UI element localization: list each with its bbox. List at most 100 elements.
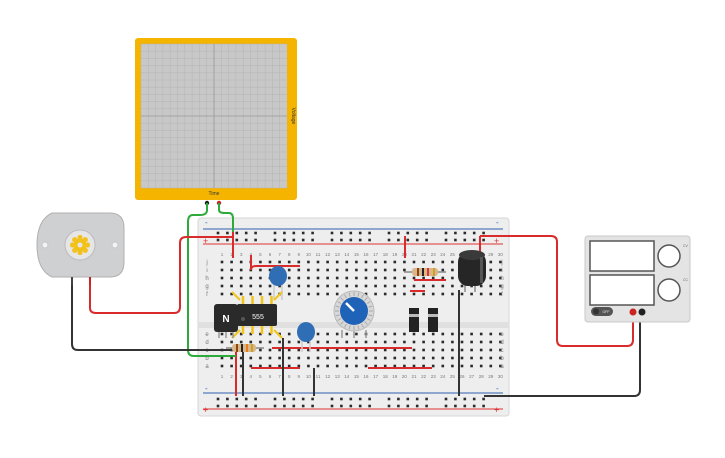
rail-hole[interactable] (311, 397, 314, 401)
breadboard-hole[interactable] (316, 260, 320, 264)
breadboard-hole[interactable] (259, 332, 262, 336)
rail-hole[interactable] (397, 238, 400, 242)
rail-hole[interactable] (444, 231, 448, 235)
rail-hole[interactable] (397, 404, 400, 408)
breadboard-hole[interactable] (393, 364, 397, 368)
breadboard-hole[interactable] (278, 260, 281, 264)
breadboard-hole[interactable] (345, 340, 349, 344)
rail-hole[interactable] (415, 238, 419, 242)
rail-hole[interactable] (482, 404, 485, 408)
rail-hole[interactable] (226, 231, 229, 235)
breadboard-hole[interactable] (383, 356, 387, 360)
breadboard-hole[interactable] (499, 348, 502, 352)
breadboard-hole[interactable] (470, 292, 473, 296)
breadboard-hole[interactable] (364, 364, 368, 368)
rail-hole[interactable] (283, 397, 286, 401)
breadboard-hole[interactable] (287, 348, 291, 352)
rail-hole[interactable] (254, 397, 257, 401)
breadboard-hole[interactable] (412, 260, 416, 264)
breadboard-hole[interactable] (249, 356, 253, 360)
rail-hole[interactable] (301, 238, 305, 242)
breadboard-hole[interactable] (364, 276, 368, 280)
breadboard-hole[interactable] (355, 284, 358, 288)
rail-hole[interactable] (292, 231, 296, 235)
breadboard-hole[interactable] (316, 356, 320, 360)
breadboard-hole[interactable] (460, 292, 464, 296)
breadboard-hole[interactable] (249, 284, 253, 288)
rail-hole[interactable] (235, 231, 239, 235)
breadboard-hole[interactable] (393, 348, 397, 352)
rail-hole[interactable] (358, 404, 362, 408)
breadboard-hole[interactable] (335, 348, 339, 352)
power-supply-terminal-positive[interactable] (629, 308, 637, 316)
breadboard-hole[interactable] (499, 364, 502, 368)
breadboard-hole[interactable] (364, 260, 368, 264)
breadboard-hole[interactable] (431, 260, 435, 264)
jumper-red-3[interactable] (250, 262, 300, 271)
breadboard-hole[interactable] (393, 260, 397, 264)
breadboard-hole[interactable] (307, 364, 310, 368)
breadboard-hole[interactable] (355, 356, 358, 360)
breadboard-hole[interactable] (230, 340, 233, 344)
resistor-bottom[interactable] (226, 344, 264, 352)
breadboard-hole[interactable] (307, 284, 310, 288)
breadboard-hole[interactable] (278, 348, 281, 352)
breadboard-hole[interactable] (287, 364, 291, 368)
breadboard-hole[interactable] (278, 356, 281, 360)
breadboard-hole[interactable] (230, 268, 233, 272)
breadboard-hole[interactable] (431, 276, 435, 280)
breadboard-hole[interactable] (364, 292, 368, 296)
breadboard-hole[interactable] (345, 364, 349, 368)
breadboard-hole[interactable] (422, 348, 425, 352)
breadboard-hole[interactable] (326, 332, 329, 336)
breadboard-hole[interactable] (307, 348, 310, 352)
rail-hole[interactable] (397, 231, 400, 235)
breadboard-hole[interactable] (393, 276, 397, 280)
breadboard-hole[interactable] (364, 268, 368, 272)
rail-hole[interactable] (472, 231, 476, 235)
breadboard-hole[interactable] (297, 260, 301, 264)
rail-hole[interactable] (235, 404, 239, 408)
rail-hole[interactable] (368, 404, 371, 408)
breadboard-hole[interactable] (239, 276, 243, 280)
breadboard-hole[interactable] (230, 276, 233, 280)
breadboard-hole[interactable] (326, 276, 329, 280)
breadboard-hole[interactable] (239, 340, 243, 344)
breadboard-hole[interactable] (278, 332, 281, 336)
breadboard-hole[interactable] (345, 276, 349, 280)
breadboard-hole[interactable] (355, 268, 358, 272)
breadboard-hole[interactable] (403, 292, 406, 296)
rail-hole[interactable] (311, 404, 314, 408)
breadboard-hole[interactable] (470, 332, 473, 336)
rail-hole[interactable] (444, 404, 448, 408)
rail-hole[interactable] (454, 397, 457, 401)
breadboard-hole[interactable] (297, 348, 301, 352)
breadboard-hole[interactable] (451, 260, 454, 264)
rail-hole[interactable] (415, 397, 419, 401)
breadboard-hole[interactable] (431, 364, 435, 368)
breadboard-hole[interactable] (220, 276, 224, 280)
breadboard-hole[interactable] (374, 292, 377, 296)
breadboard-hole[interactable] (297, 276, 301, 280)
breadboard-hole[interactable] (249, 332, 253, 336)
breadboard-hole[interactable] (489, 268, 493, 272)
wire-scope-green-2[interactable] (218, 203, 234, 232)
breadboard-hole[interactable] (239, 268, 243, 272)
rail-hole[interactable] (330, 404, 334, 408)
rail-hole[interactable] (444, 397, 448, 401)
breadboard-hole[interactable] (412, 340, 416, 344)
wire-motor-red[interactable] (89, 236, 233, 314)
breadboard-hole[interactable] (335, 364, 339, 368)
breadboard-hole[interactable] (287, 268, 291, 272)
rail-hole[interactable] (216, 397, 220, 401)
breadboard-hole[interactable] (374, 340, 377, 344)
breadboard-hole[interactable] (364, 284, 368, 288)
breadboard-hole[interactable] (297, 268, 301, 272)
breadboard-hole[interactable] (383, 364, 387, 368)
breadboard-hole[interactable] (249, 276, 253, 280)
breadboard-hole[interactable] (355, 348, 358, 352)
breadboard-hole[interactable] (489, 332, 493, 336)
rail-hole[interactable] (330, 397, 334, 401)
breadboard-hole[interactable] (297, 364, 301, 368)
rail-hole[interactable] (244, 404, 248, 408)
